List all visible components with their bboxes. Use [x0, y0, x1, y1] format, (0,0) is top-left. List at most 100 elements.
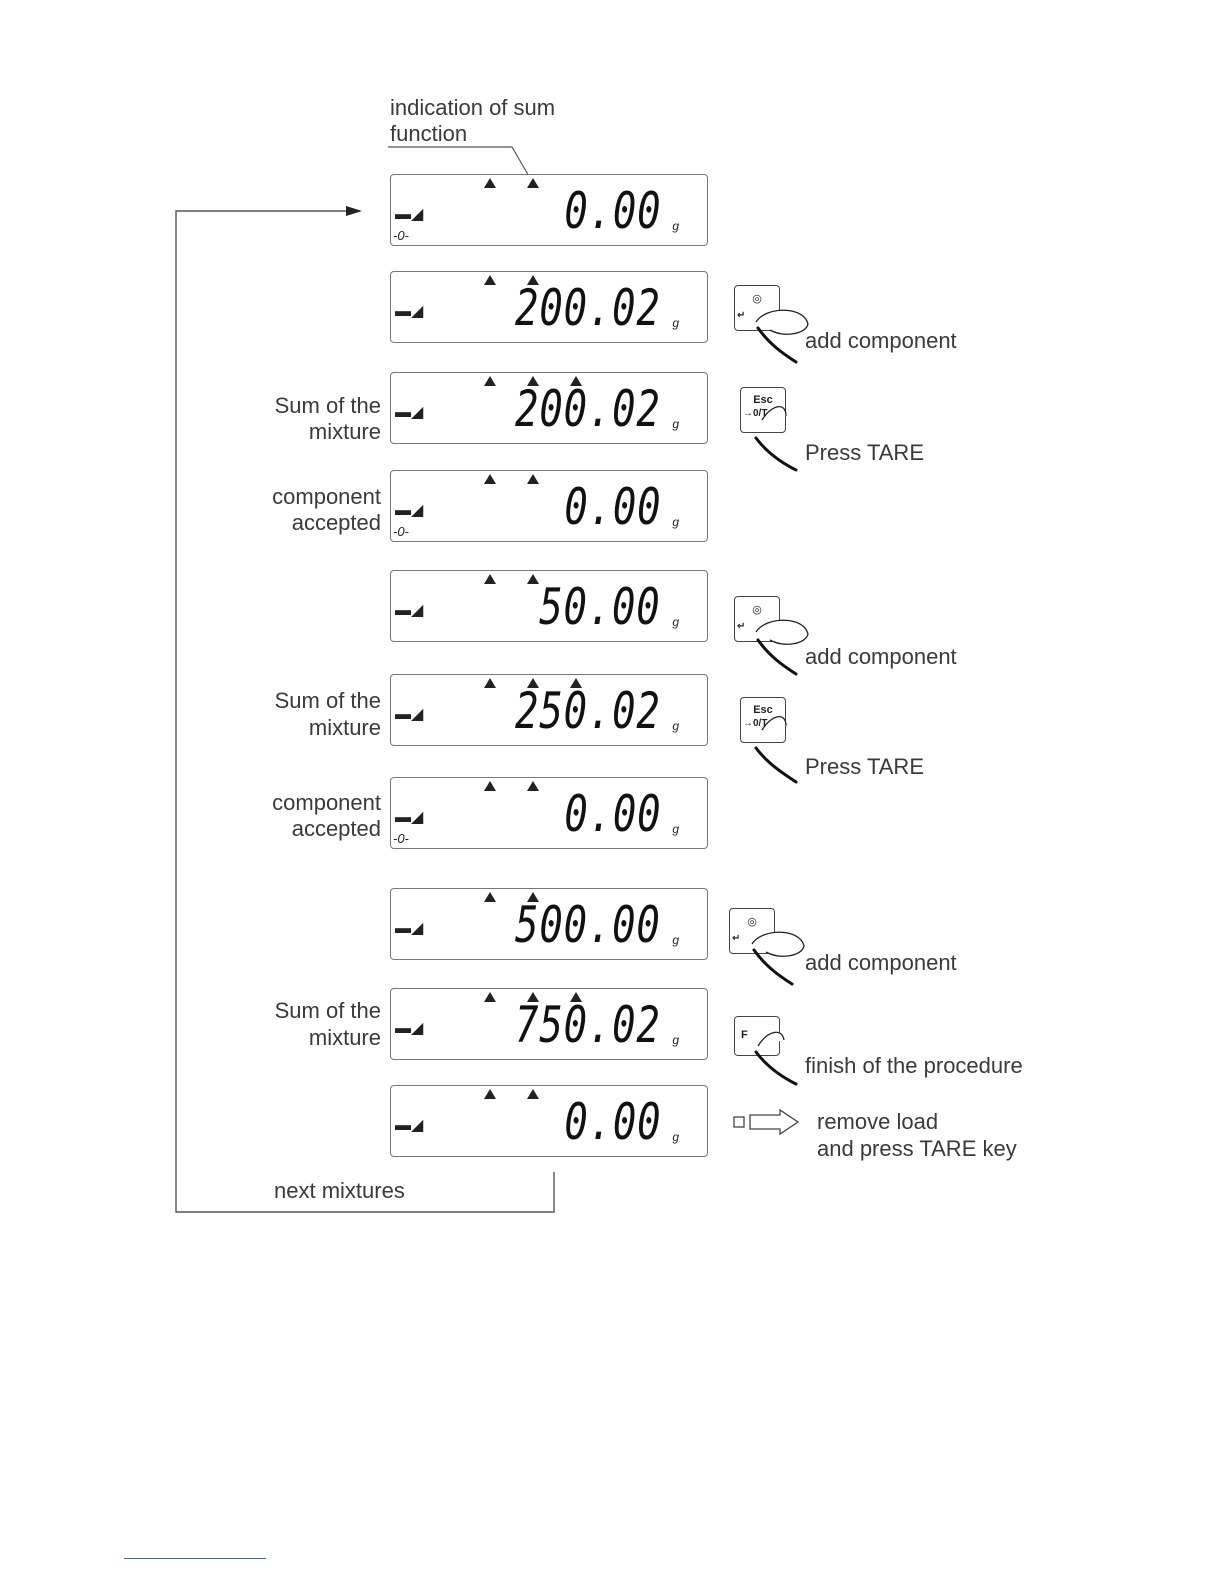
loop-label: next mixtures: [274, 1178, 405, 1203]
weight-reading: 0.00: [563, 785, 661, 843]
indicator-triangle: [484, 678, 496, 688]
weight-reading: 500.00: [515, 896, 661, 954]
indicator-triangle: [484, 1089, 496, 1099]
action-label: add component: [805, 328, 957, 353]
lcd-display: ▬◢ 250.02 g: [390, 674, 708, 746]
indicator-triangle: [527, 178, 539, 188]
action-label: Press TARE: [805, 754, 924, 779]
indicator-triangle: [484, 275, 496, 285]
stability-marker-icon: ▬◢: [395, 920, 424, 937]
sum-indication-label-2: function: [390, 121, 468, 146]
print-key-icon: ◎: [752, 604, 762, 616]
zero-indicator: -0-: [393, 831, 409, 846]
weight-reading: 0.00: [563, 478, 661, 536]
unit-label: g: [672, 1130, 679, 1144]
indicator-triangle: [484, 178, 496, 188]
indicator-triangle: [527, 574, 539, 584]
lcd-display: ▬◢ 200.02 g: [390, 372, 708, 444]
tare-key-sublabel: →0/T: [743, 718, 768, 729]
tare-key-button[interactable]: Esc →0/T: [740, 697, 786, 743]
indicator-triangle: [527, 892, 539, 902]
display-label: component: [272, 790, 381, 815]
unit-label: g: [672, 719, 679, 733]
unit-label: g: [672, 615, 679, 629]
enter-arrow-icon: ↵: [737, 621, 746, 632]
indicator-triangle: [527, 678, 539, 688]
tare-key-label: Esc: [753, 704, 773, 716]
enter-arrow-icon: ↵: [737, 310, 746, 321]
weight-reading: 750.02: [515, 996, 661, 1054]
display-label: Sum of the: [274, 998, 381, 1023]
display-label: Sum of the: [274, 393, 381, 418]
indicator-triangle: [570, 376, 582, 386]
stability-marker-icon: ▬◢: [395, 1020, 424, 1037]
unit-label: g: [672, 933, 679, 947]
indicator-triangle: [570, 678, 582, 688]
enter-arrow-icon: ↵: [732, 933, 741, 944]
display-label: component: [272, 484, 381, 509]
indicator-triangle: [527, 376, 539, 386]
unit-label: g: [672, 417, 679, 431]
indicator-triangle: [570, 992, 582, 1002]
unit-label: g: [672, 219, 679, 233]
indicator-triangle: [484, 474, 496, 484]
display-label: accepted: [291, 816, 381, 841]
display-label: mixture: [308, 1025, 381, 1050]
indicator-triangle: [484, 574, 496, 584]
tare-key-button[interactable]: Esc →0/T: [740, 387, 786, 433]
final-step-label: remove load: [817, 1109, 939, 1134]
action-label: add component: [805, 950, 957, 975]
display-label: Sum of the: [274, 688, 381, 713]
indicator-triangle: [484, 781, 496, 791]
lcd-display: ▬◢ 200.02 g: [390, 271, 708, 343]
tare-key-label: Esc: [753, 394, 773, 406]
zero-indicator: -0-: [393, 524, 409, 539]
unit-label: g: [672, 822, 679, 836]
display-label: mixture: [308, 419, 381, 444]
unit-label: g: [672, 1033, 679, 1047]
print-key-icon: ◎: [752, 293, 762, 305]
action-label: Press TARE: [805, 440, 924, 465]
indicator-triangle: [484, 992, 496, 1002]
lcd-display: ▬◢ -0- 0.00 g: [390, 470, 708, 542]
display-label: mixture: [308, 715, 381, 740]
weight-reading: 200.02: [515, 380, 661, 438]
print-key-icon: ◎: [747, 916, 757, 928]
lcd-display: ▬◢ 750.02 g: [390, 988, 708, 1060]
weight-reading: 250.02: [515, 682, 661, 740]
indicator-triangle: [484, 376, 496, 386]
indicator-triangle: [527, 992, 539, 1002]
display-label: accepted: [291, 510, 381, 535]
indicator-triangle: [484, 892, 496, 902]
lcd-display: ▬◢ 0.00 g: [390, 1085, 708, 1157]
action-label: add component: [805, 644, 957, 669]
stability-marker-icon: ▬◢: [395, 1117, 424, 1134]
weight-reading: 200.02: [515, 279, 661, 337]
stability-marker-icon: ▬◢: [395, 404, 424, 421]
indicator-triangle: [527, 1089, 539, 1099]
weight-reading: 0.00: [563, 182, 661, 240]
lcd-display: ▬◢ 50.00 g: [390, 570, 708, 642]
footnote-rule: [124, 1558, 266, 1559]
unit-label: g: [672, 515, 679, 529]
stability-marker-icon: ▬◢: [395, 809, 424, 826]
action-label: finish of the procedure: [805, 1053, 1023, 1078]
tare-key-sublabel: →0/T: [743, 408, 768, 419]
indicator-triangle: [527, 275, 539, 285]
lcd-display: ▬◢ 500.00 g: [390, 888, 708, 960]
unit-label: g: [672, 316, 679, 330]
stability-marker-icon: ▬◢: [395, 602, 424, 619]
lcd-display: ▬◢ -0- 0.00 g: [390, 174, 708, 246]
lcd-display: ▬◢ -0- 0.00 g: [390, 777, 708, 849]
final-step-label-2: and press TARE key: [817, 1136, 1017, 1161]
stability-marker-icon: ▬◢: [395, 303, 424, 320]
sum-indication-label: indication of sum: [390, 95, 556, 120]
f-key-label: F: [741, 1029, 748, 1041]
zero-indicator: -0-: [393, 228, 409, 243]
stability-marker-icon: ▬◢: [395, 502, 424, 519]
weight-reading: 0.00: [563, 1093, 661, 1151]
indicator-triangle: [527, 781, 539, 791]
stability-marker-icon: ▬◢: [395, 706, 424, 723]
